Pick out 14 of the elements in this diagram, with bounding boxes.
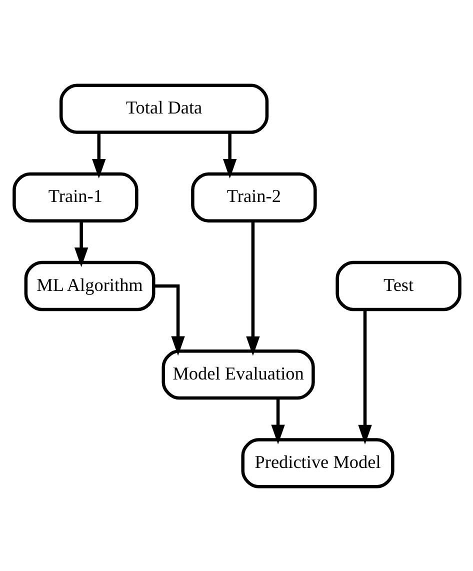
arrow	[92, 132, 106, 178]
node-box: Train-1	[12, 172, 138, 222]
node-box: Test	[335, 260, 461, 311]
node-box: Predictive Model	[240, 438, 394, 488]
arrow	[153, 284, 184, 356]
node-box: Total Data	[58, 83, 268, 134]
arrow	[358, 309, 372, 444]
node-box: ML Algorithm	[24, 260, 155, 311]
arrow	[270, 398, 284, 444]
arrow	[246, 220, 260, 356]
arrow	[222, 132, 236, 178]
node-box: Train-2	[190, 172, 316, 222]
arrow	[74, 220, 88, 267]
node-box: Model Evaluation	[161, 349, 314, 400]
